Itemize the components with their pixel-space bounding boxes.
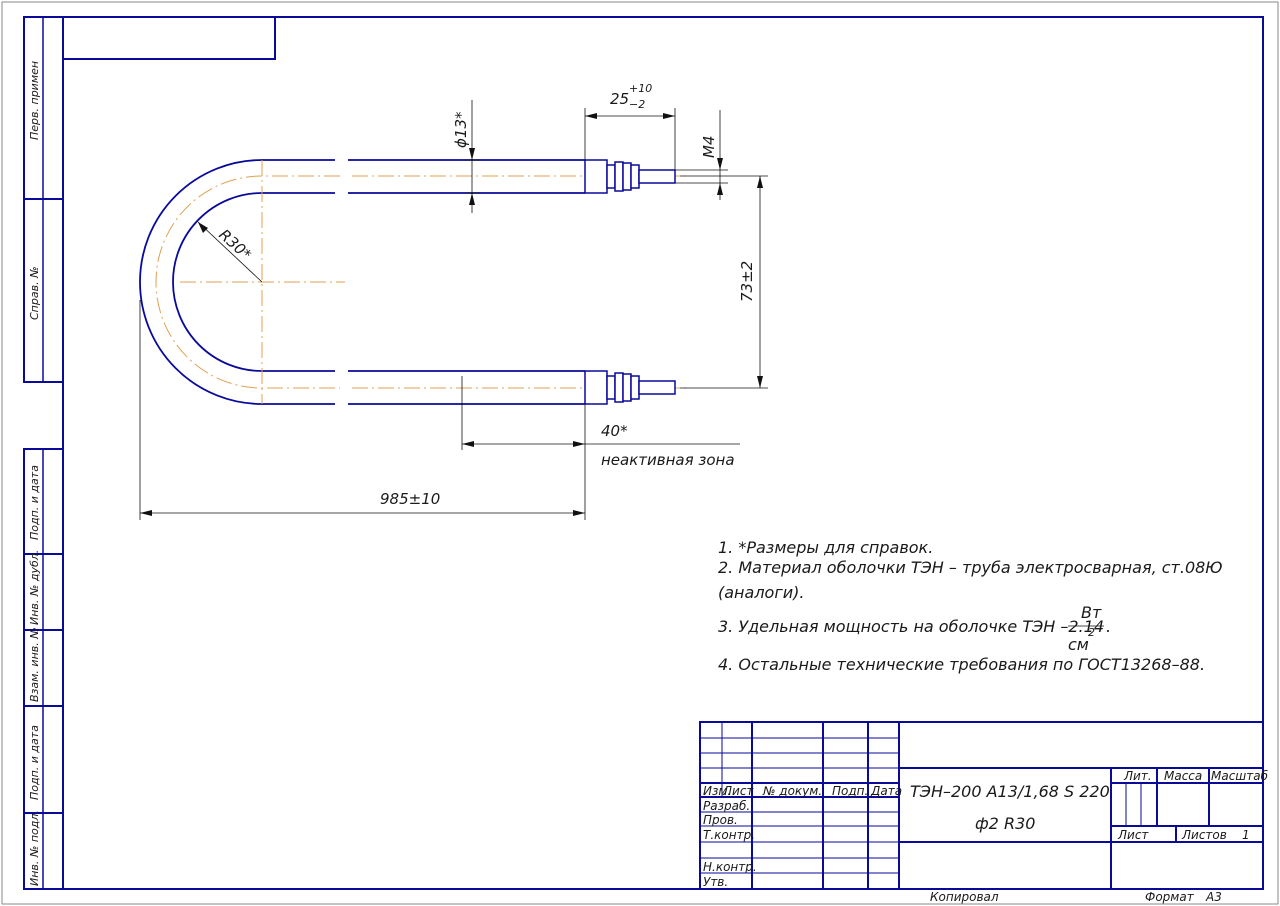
tb-col-data: Дата: [870, 784, 902, 798]
tb-lit: Лит.: [1123, 769, 1152, 783]
stamp-podp-data-top: Подп. и дата: [28, 465, 41, 540]
dim-thread-length: 25 +10 −2: [610, 82, 652, 111]
dim-diameter: ϕ13*: [452, 111, 470, 148]
tube-inner-contour: [172, 192, 335, 372]
note-4: 4. Остальные технические требования по Г…: [718, 655, 1205, 674]
dim-spacing: 73±2: [738, 261, 756, 302]
tb-col-podp: Подп.: [832, 784, 868, 798]
heating-element: [139, 159, 690, 405]
note-2a: 2. Материал оболочки ТЭН – труба электро…: [718, 558, 1223, 577]
dim-total-length: 985±10: [380, 490, 440, 508]
dim-thread: M4: [700, 136, 718, 159]
tb-listov: Листов: [1181, 828, 1227, 842]
tb-row-prov: Пров.: [703, 813, 738, 827]
tb-kopiroval: Копировал: [930, 890, 999, 904]
dim-inactive-label: неактивная зона: [601, 451, 735, 469]
note-3-denominator: см: [1068, 635, 1089, 654]
terminal-lower: [584, 370, 676, 405]
svg-text:+10: +10: [629, 82, 652, 95]
tb-row-utv: Утв.: [703, 875, 728, 889]
svg-text:−2: −2: [629, 98, 645, 111]
dimension-arrows: [140, 113, 763, 516]
tb-masshtab: Масштаб: [1211, 769, 1269, 783]
note-3-numerator: Вт: [1081, 603, 1102, 622]
tube-axis: [155, 175, 340, 389]
note-3-end: .: [1106, 617, 1111, 636]
stamp-vzam-inv: Взам. инв. №: [28, 627, 41, 702]
note-3-exponent: 2: [1088, 626, 1095, 639]
tb-row-tkontr: Т.контр.: [703, 828, 755, 842]
tb-massa: Масса: [1164, 769, 1202, 783]
tb-list: Лист: [1117, 828, 1149, 842]
terminal-upper: [584, 159, 676, 194]
tb-listov-value: 1: [1242, 828, 1250, 842]
tb-format-label: Формат: [1145, 890, 1195, 904]
tube-outer-contour: [139, 159, 335, 405]
stamp-podp-data-bottom: Подп. и дата: [28, 725, 41, 800]
dim-inactive-length: 40*: [601, 422, 628, 440]
stamp-inv-dubl: Инв. № дубл.: [28, 550, 41, 625]
stamp-perv-primen: Перв. примен: [28, 61, 41, 140]
svg-text:25: 25: [610, 90, 629, 108]
tb-col-list: Лист: [722, 784, 754, 798]
note-1: 1. *Размеры для справок.: [718, 538, 933, 557]
tb-format-value: А3: [1205, 890, 1222, 904]
note-2b: (аналоги).: [718, 583, 804, 602]
title-block: [699, 721, 1264, 890]
note-3: 3. Удельная мощность на оболочке ТЭН –2.…: [718, 617, 1104, 636]
dim-radius: R30*: [215, 226, 255, 264]
tb-designation-line1: ТЭН–200 А13/1,68 S 220: [910, 782, 1110, 801]
tb-col-izm: Изм.: [703, 784, 731, 798]
stamp-sprav-no: Справ. №: [28, 266, 41, 320]
drawing-frame: [23, 16, 1264, 890]
tb-row-razrab: Разраб.: [703, 799, 750, 813]
stamp-inv-podl: Инв. № подл.: [28, 810, 41, 886]
tb-col-dokum: № докум.: [762, 784, 822, 798]
tb-designation-line2: ф2 R30: [975, 814, 1035, 833]
technical-notes: 1. *Размеры для справок. 2. Материал обо…: [718, 538, 1223, 674]
tb-row-nkontr: Н.контр.: [703, 860, 757, 874]
